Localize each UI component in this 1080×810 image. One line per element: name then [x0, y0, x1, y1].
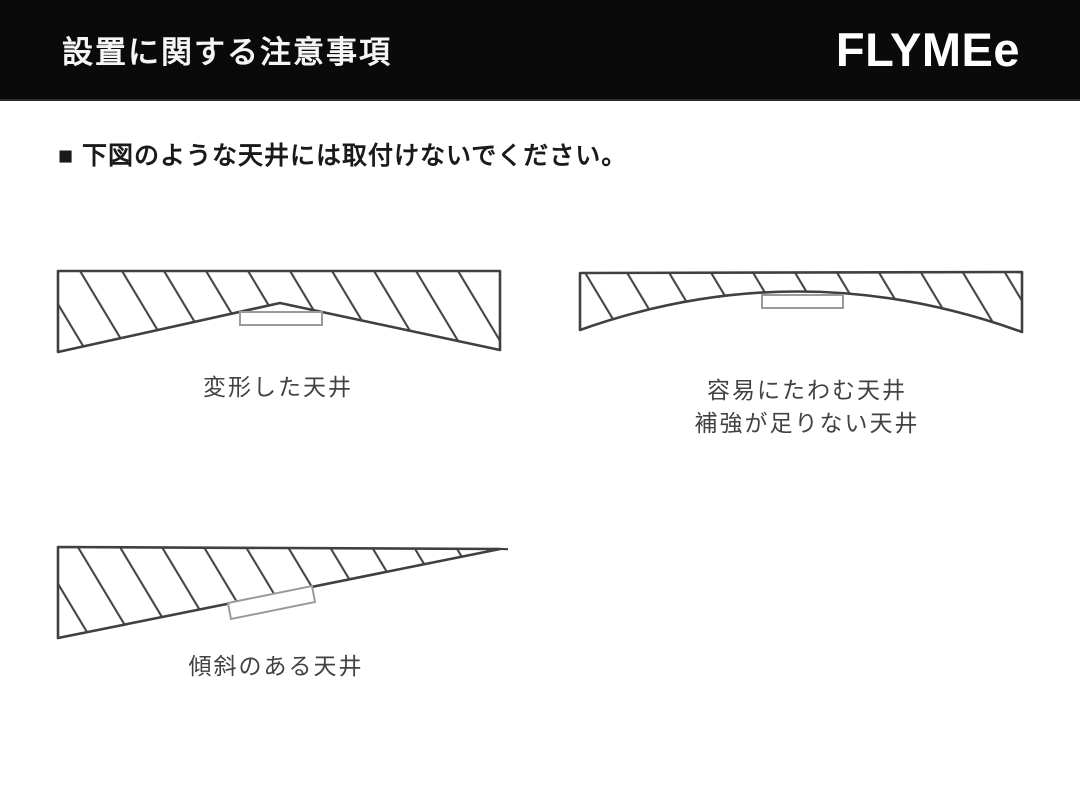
ceiling-mount-plate [239, 311, 323, 326]
ceiling-mount-plate [226, 584, 317, 621]
flymee-logo: FLYMEe [835, 23, 1020, 76]
flexing-ceiling-diagram [578, 270, 1024, 334]
caption-line-2: 補強が足りない天井 [694, 410, 920, 436]
caption-line-1: 容易にたわむ天井 [707, 377, 907, 403]
caption-deformed-ceiling: 変形した天井 [203, 374, 353, 400]
deformed-ceiling-shape [56, 269, 502, 354]
notice-heading: ■ 下図のような天井には取付けないでください。 [58, 142, 628, 170]
caption-sloped-ceiling: 傾斜のある天井 [188, 653, 364, 679]
ceiling-mount-plate [761, 294, 844, 309]
page-title: 設置に関する注意事項 [62, 35, 392, 70]
caption-flexing-ceiling: 容易にたわむ天井 補強が足りない天井 [626, 374, 988, 440]
sloped-ceiling-diagram [56, 545, 509, 640]
deformed-ceiling-diagram [56, 269, 502, 354]
flexing-ceiling-shape [578, 270, 1024, 334]
header-bar: 設置に関する注意事項 FLYMEe [0, 0, 1080, 101]
